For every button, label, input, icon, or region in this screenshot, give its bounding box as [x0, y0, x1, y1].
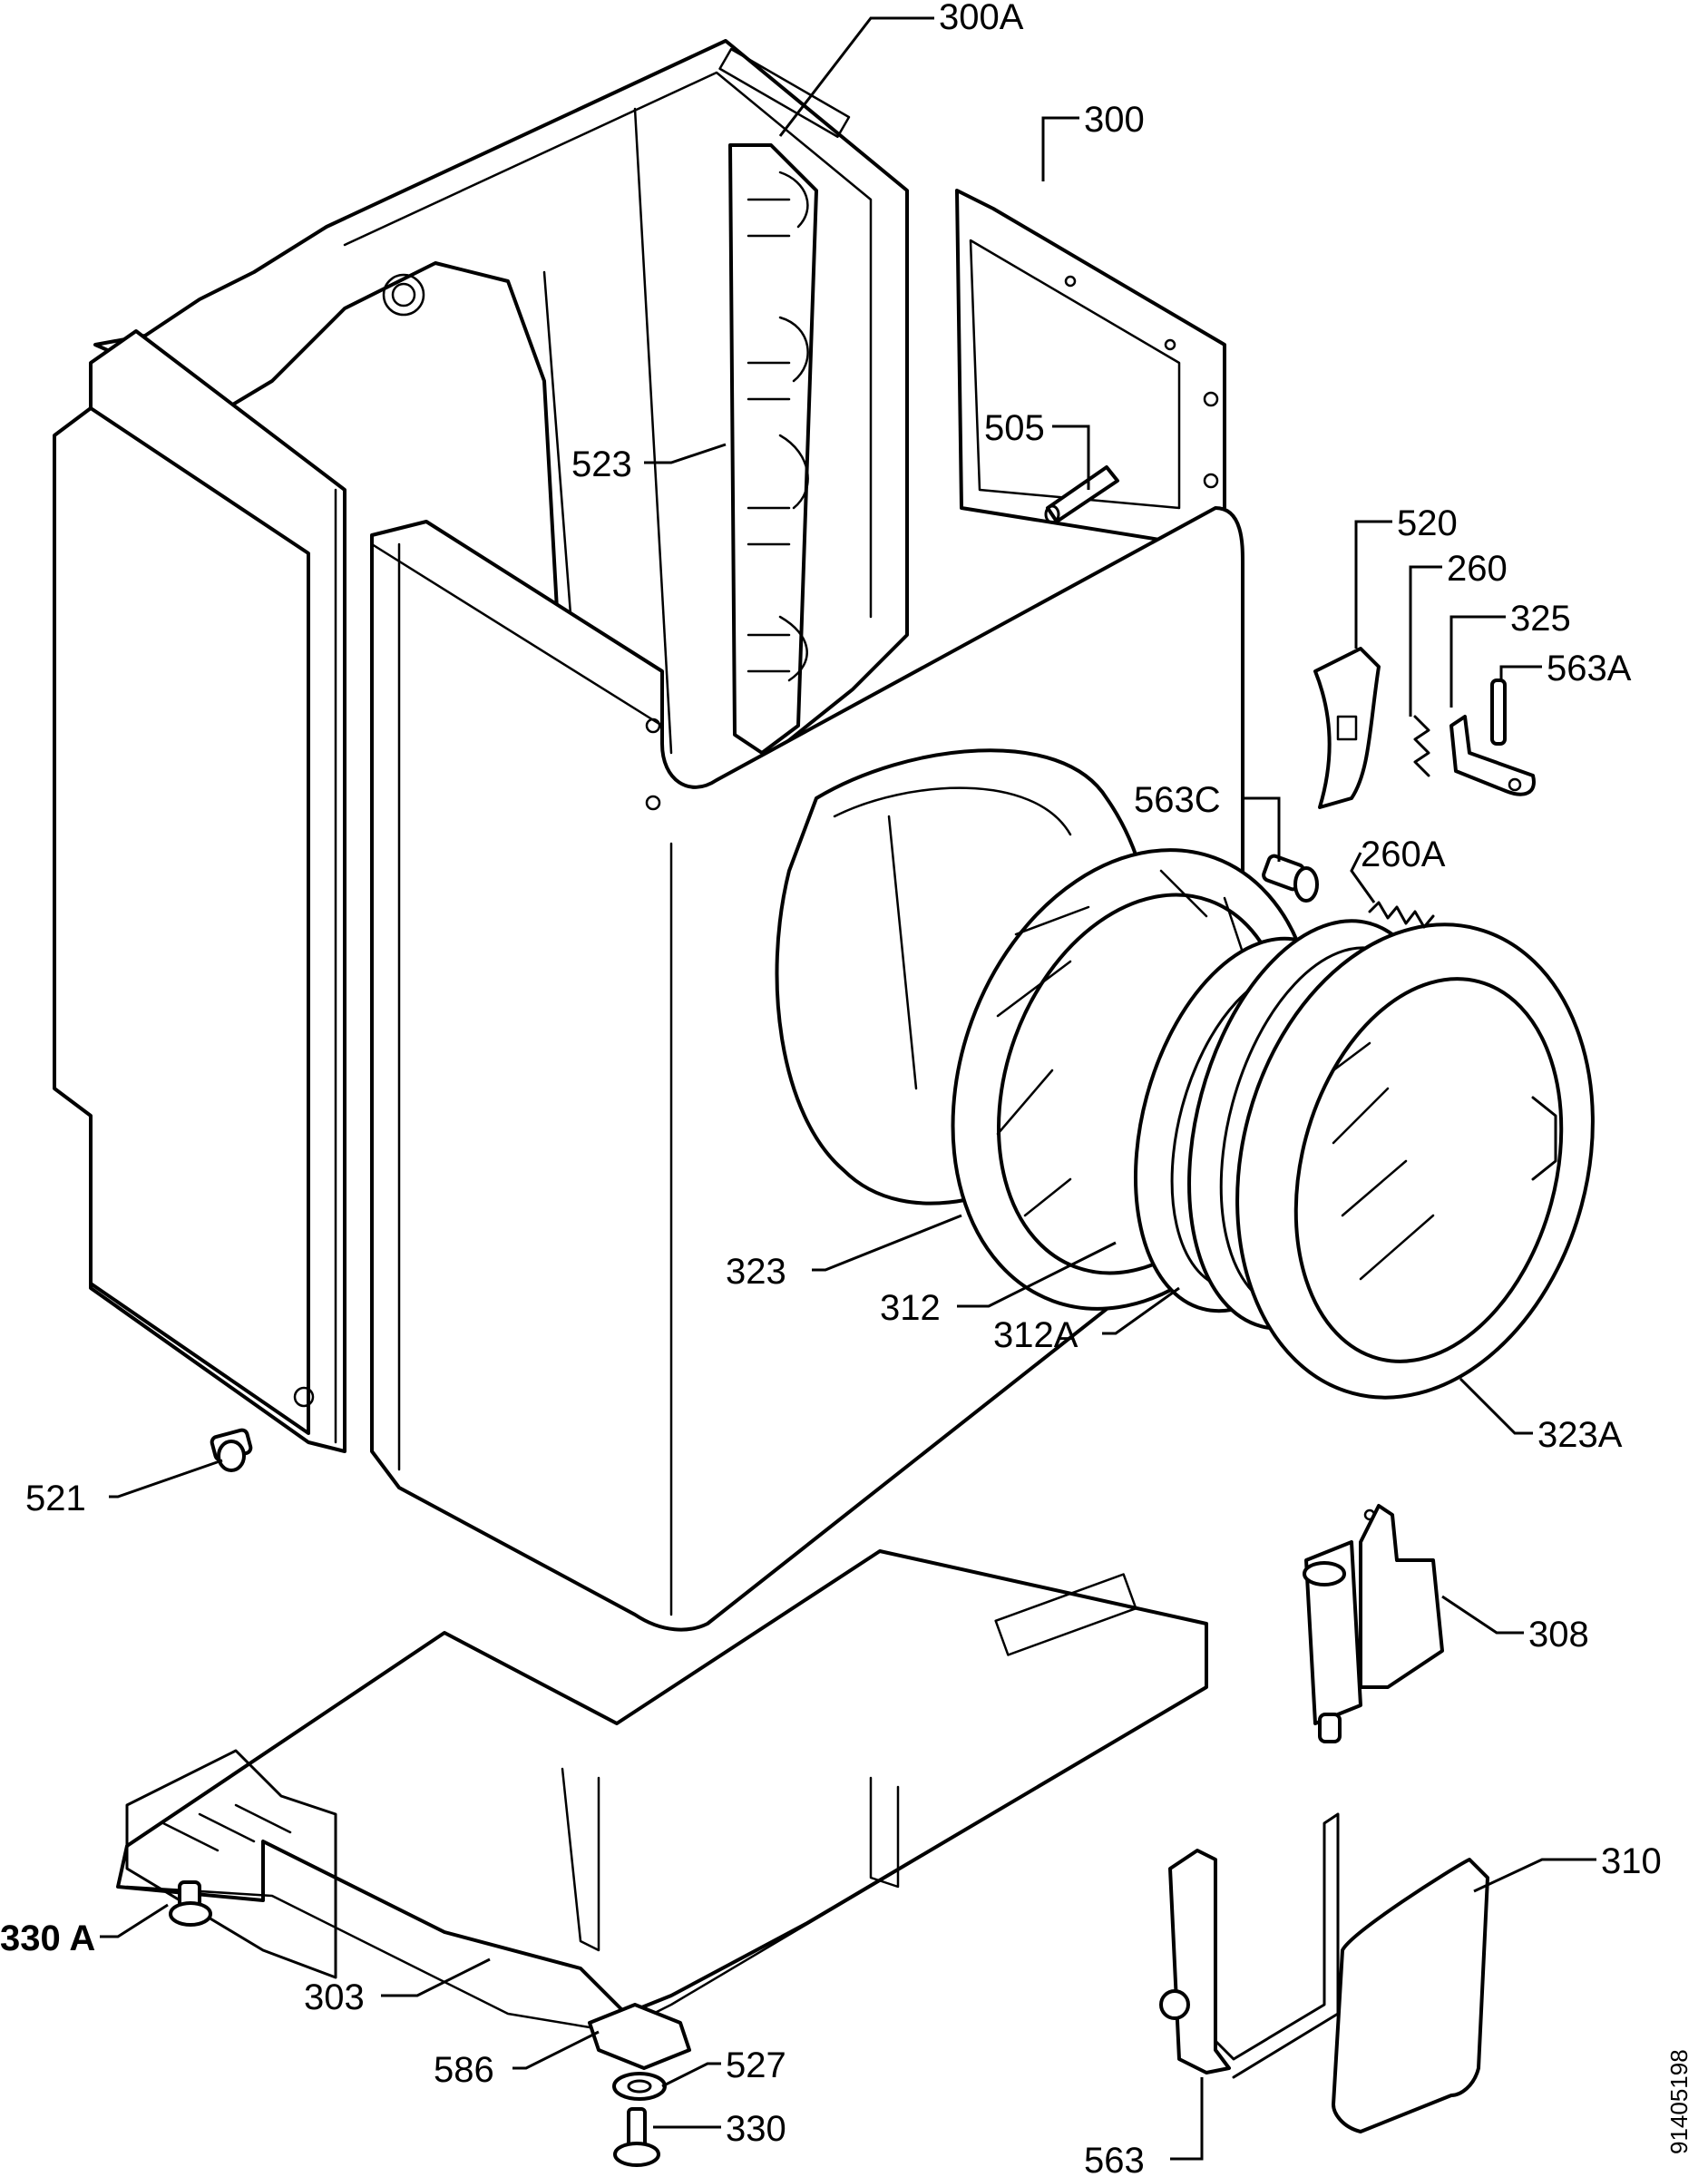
- foot-screw-330: [613, 2107, 660, 2167]
- side-frame-300: [955, 189, 1226, 546]
- callout-312: 312: [880, 1288, 941, 1328]
- pin-563a: [1490, 678, 1507, 746]
- callout-330: 330: [726, 2109, 786, 2149]
- document-number: 91405198: [1665, 2049, 1693, 2154]
- callout-563c: 563C: [1134, 780, 1221, 820]
- left-side-panel: [53, 329, 346, 1453]
- callout-505: 505: [984, 408, 1045, 448]
- callout-312a: 312A: [993, 1315, 1078, 1355]
- callout-300a: 300A: [939, 0, 1024, 37]
- callout-330a: 330 A: [0, 1918, 95, 1958]
- callout-523: 523: [571, 444, 632, 484]
- callout-520: 520: [1397, 503, 1458, 543]
- lock-washer-527: [612, 2072, 667, 2101]
- screw-521: [210, 1428, 253, 1472]
- callout-323: 323: [726, 1252, 786, 1292]
- callout-323a: 323A: [1537, 1415, 1623, 1455]
- callout-260: 260: [1447, 549, 1508, 589]
- latch-plate-520: [1313, 647, 1381, 809]
- callout-563a: 563A: [1547, 649, 1632, 688]
- hinge-308: [1303, 1504, 1444, 1743]
- spring-260: [1413, 715, 1430, 777]
- leader-lines: [100, 16, 1596, 2161]
- hanger-bracket-523: [728, 143, 818, 755]
- base-frame-303: [116, 1549, 1208, 2034]
- hook-325: [1449, 715, 1536, 796]
- rod-505: [1044, 465, 1119, 524]
- callout-563: 563: [1084, 2141, 1145, 2177]
- cabinet-front: [370, 506, 1244, 1632]
- callout-586: 586: [434, 2050, 494, 2090]
- cover-lid-310: [1332, 1858, 1489, 2133]
- callout-260a: 260A: [1361, 835, 1446, 874]
- callout-308: 308: [1528, 1615, 1589, 1655]
- callout-labels: 300A 300 523 505 520 260 325 563A 563C 2…: [0, 0, 1662, 2177]
- callout-527: 527: [726, 2045, 786, 2085]
- callout-521: 521: [25, 1479, 86, 1518]
- callout-310: 310: [1601, 1841, 1662, 1881]
- door-lock-hinge-563: [1159, 1812, 1340, 2079]
- screw-563c: [1262, 854, 1319, 903]
- foot-base-586: [588, 2003, 691, 2070]
- door-ring-323a: [1235, 923, 1595, 1400]
- foot-330a: [169, 1880, 212, 1927]
- spring-260a: [1368, 901, 1435, 929]
- callout-325: 325: [1510, 599, 1571, 639]
- callout-303: 303: [304, 1977, 365, 2017]
- callout-300: 300: [1084, 100, 1145, 140]
